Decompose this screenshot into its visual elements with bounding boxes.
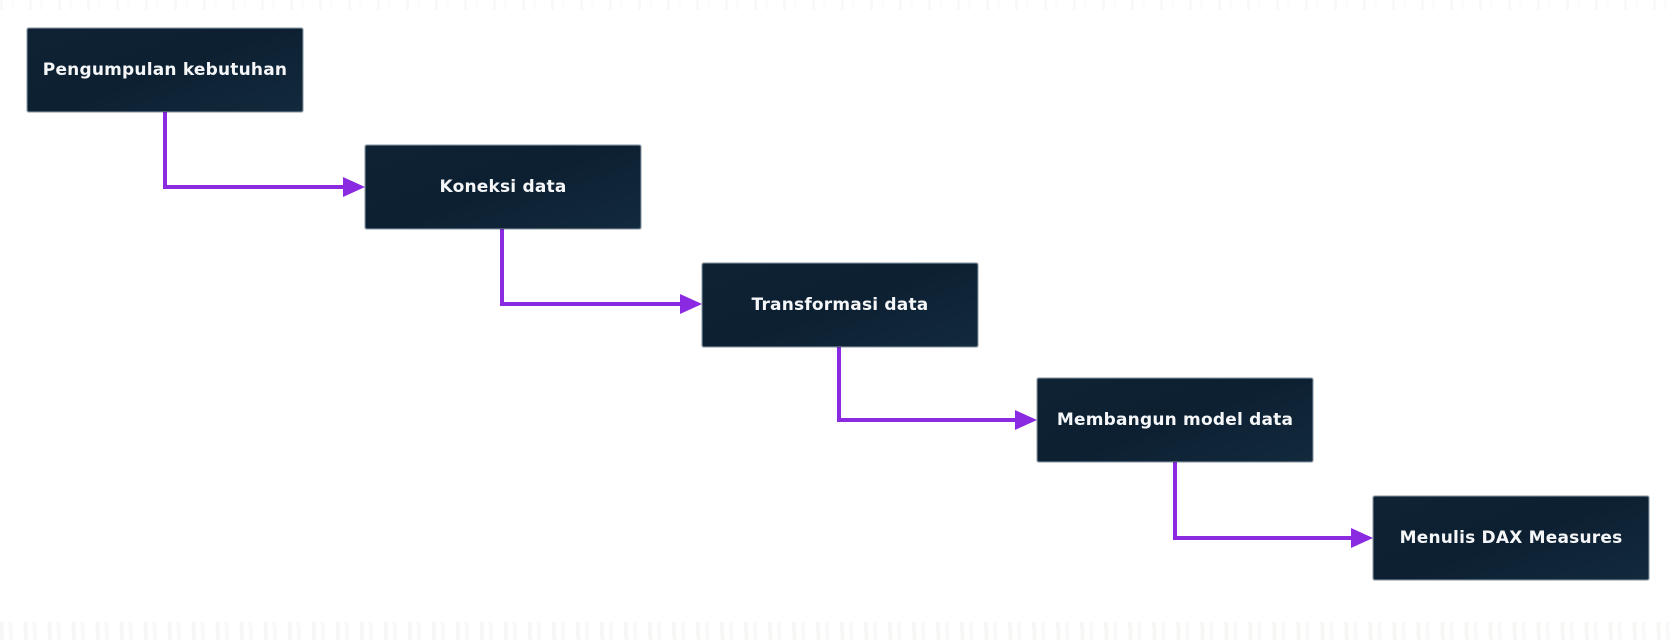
connector-arrow-1 [163,111,365,197]
flow-node-label: Koneksi data [439,176,567,197]
flow-node-koneksi-data: Koneksi data [365,145,641,229]
connector-arrow-2 [500,228,702,314]
flow-node-pengumpulan-kebutuhan: Pengumpulan kebutuhan [27,28,303,112]
connector-arrow-3 [837,346,1037,430]
flow-node-label: Menulis DAX Measures [1399,527,1623,548]
connector-arrow-4 [1173,462,1373,548]
flow-node-transformasi-data: Transformasi data [702,263,978,347]
flow-node-label: Transformasi data [751,294,929,315]
flow-node-menulis-dax-measures: Menulis DAX Measures [1373,496,1649,580]
flow-node-membangun-model-data: Membangun model data [1037,378,1313,462]
flow-node-label: Membangun model data [1056,409,1294,430]
flow-node-label: Pengumpulan kebutuhan [42,59,288,80]
